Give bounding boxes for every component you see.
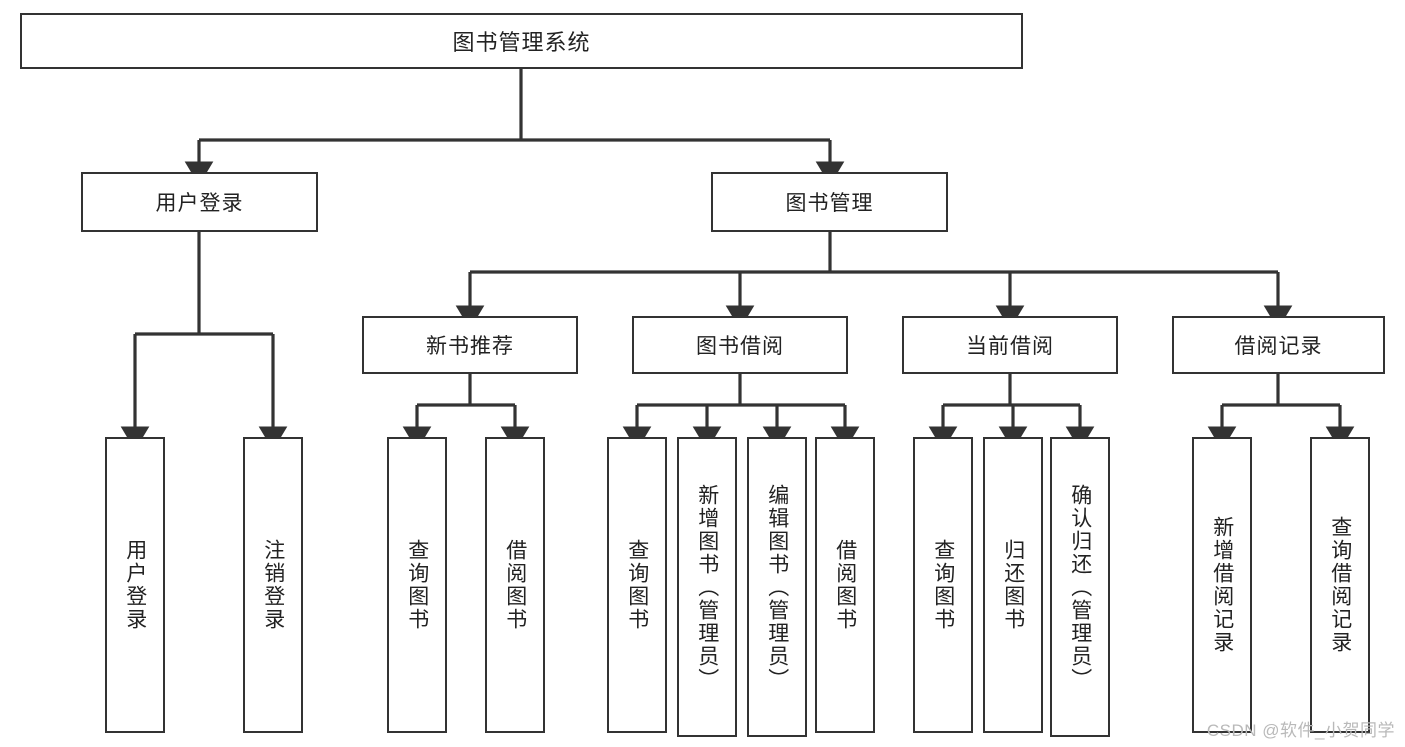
node-current-borrow[interactable]: 当前借阅 <box>902 316 1118 374</box>
leaf-query-book-recommend[interactable]: 查询图书 <box>387 437 447 733</box>
leaf-edit-book-admin[interactable]: 编辑图书（管理员） <box>747 437 807 737</box>
leaf-borrow-book-recommend[interactable]: 借阅图书 <box>485 437 545 733</box>
leaf-logout[interactable]: 注销登录 <box>243 437 303 733</box>
node-book-borrow[interactable]: 图书借阅 <box>632 316 848 374</box>
leaf-query-borrow-record[interactable]: 查询借阅记录 <box>1310 437 1370 733</box>
node-borrow-record[interactable]: 借阅记录 <box>1172 316 1385 374</box>
leaf-user-login[interactable]: 用户登录 <box>105 437 165 733</box>
leaf-query-book-borrow[interactable]: 查询图书 <box>607 437 667 733</box>
leaf-add-borrow-record[interactable]: 新增借阅记录 <box>1192 437 1252 733</box>
watermark-text: CSDN @软件_小贺同学 <box>1206 721 1395 740</box>
node-root-system[interactable]: 图书管理系统 <box>20 13 1023 69</box>
leaf-query-book-current[interactable]: 查询图书 <box>913 437 973 733</box>
node-user-login[interactable]: 用户登录 <box>81 172 318 232</box>
leaf-add-book-admin[interactable]: 新增图书（管理员） <box>677 437 737 737</box>
leaf-borrow-book[interactable]: 借阅图书 <box>815 437 875 733</box>
node-new-book-recommend[interactable]: 新书推荐 <box>362 316 578 374</box>
node-book-management[interactable]: 图书管理 <box>711 172 948 232</box>
leaf-confirm-return-admin[interactable]: 确认归还（管理员） <box>1050 437 1110 737</box>
leaf-return-book[interactable]: 归还图书 <box>983 437 1043 733</box>
